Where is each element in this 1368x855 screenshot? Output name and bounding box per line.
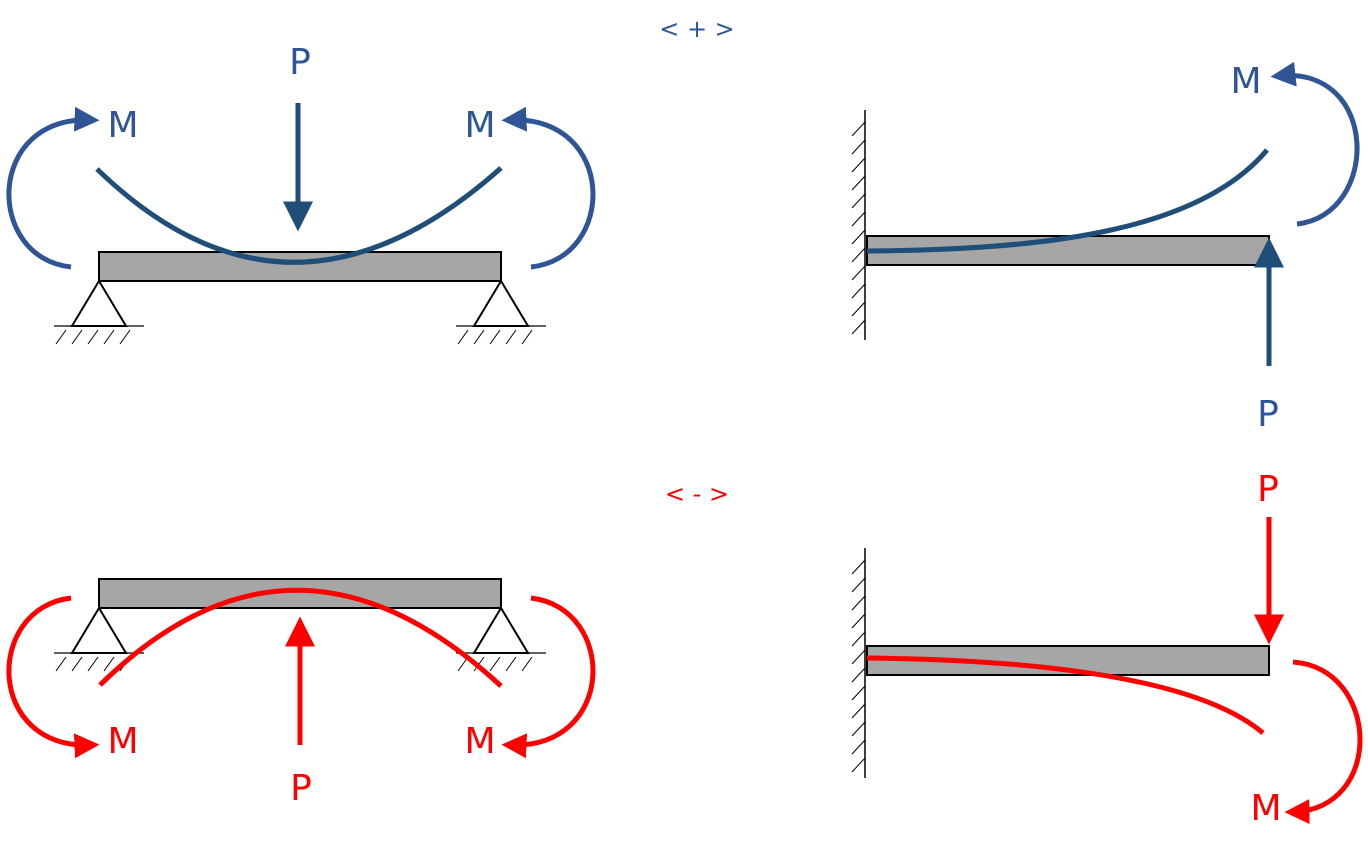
force-label-p: P (1257, 469, 1279, 510)
moment-arrow-left-clockwise (6, 106, 100, 270)
moment-arrow-clockwise (1284, 659, 1363, 825)
negative-cantilever-panel: P M (851, 469, 1363, 829)
moment-label-right: M (464, 721, 495, 762)
left-pin-support (54, 606, 144, 672)
positive-cantilever-panel: P M (851, 61, 1360, 435)
moment-label: M (1230, 61, 1261, 102)
moment-arrow-right-clockwise (501, 595, 596, 759)
force-label-p: P (1257, 394, 1279, 435)
negative-simple-beam-panel: P M M (6, 578, 596, 809)
moment-label-right: M (464, 105, 495, 146)
deflection-curve-upward (866, 148, 1269, 254)
negative-sign-label: < - > (665, 480, 729, 508)
deflection-curve-downward (866, 655, 1265, 735)
fixed-wall-support (851, 110, 866, 340)
simple-beam-positive (98, 251, 502, 282)
deflection-curve-sagging (95, 166, 503, 265)
positive-simple-beam-panel: P M M (6, 42, 596, 345)
simple-beam-negative (98, 578, 502, 609)
moment-arrow-counterclockwise (1270, 61, 1360, 227)
positive-sign-label: < + > (659, 15, 735, 43)
force-label-p: P (289, 42, 311, 83)
left-pin-support (54, 279, 144, 345)
moment-label-left: M (107, 105, 138, 146)
right-pin-support (456, 279, 546, 345)
moment-arrow-left-counterclockwise (6, 595, 100, 759)
deflection-curve-hogging (98, 587, 503, 688)
force-label-p: P (290, 768, 312, 809)
moment-label-left: M (107, 721, 138, 762)
moment-arrow-right-counterclockwise (501, 106, 596, 270)
fixed-wall-support (851, 548, 866, 778)
moment-label: M (1250, 788, 1281, 829)
